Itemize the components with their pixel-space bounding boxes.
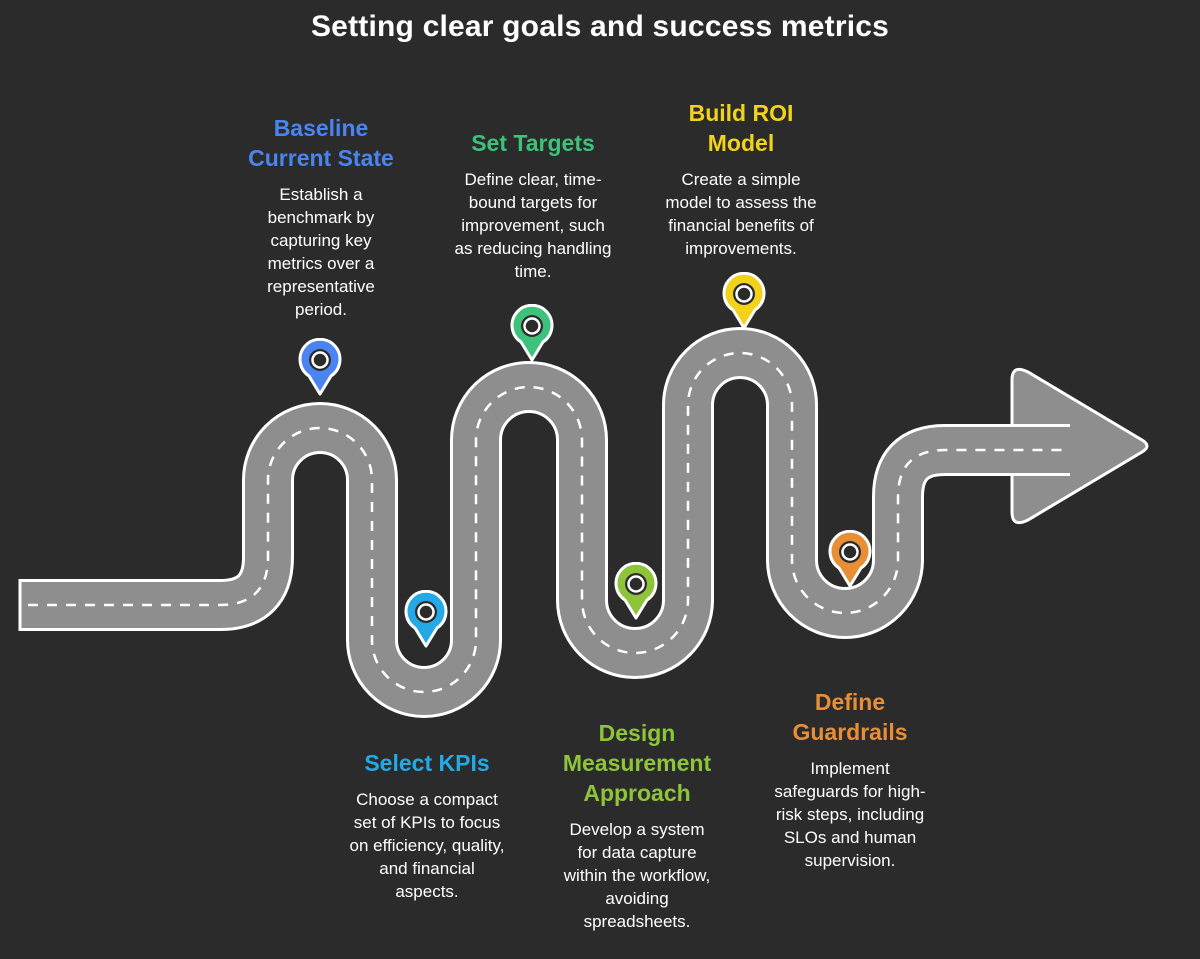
step-description-line: Define clear, time- [464, 170, 602, 189]
road-arrow-head [1010, 367, 1149, 525]
road-lane-markings [28, 351, 1062, 694]
step-description: Define clear, time-bound targets for impr… [423, 168, 643, 283]
step-description: Develop a system for data capture within t… [532, 818, 742, 933]
step-description-line: on efficiency, quality, [349, 836, 505, 855]
step-description-line: improvement, such [461, 216, 605, 235]
step-description-line: supervision. [804, 851, 896, 870]
step-title-line: Baseline [273, 115, 369, 141]
step-description-line: financial benefits of [668, 216, 814, 235]
step-title-line: Design [598, 720, 676, 746]
step-title-line: Set Targets [471, 130, 595, 156]
road-start-cap [0, 570, 20, 640]
step-description-line: spreadsheets. [583, 912, 691, 931]
step-title: Build ROI Model [641, 98, 841, 158]
step-description: Create a simple model to assess the financ… [641, 168, 841, 260]
map-pin-icon [510, 304, 554, 362]
step-description-line: safeguards for high- [774, 782, 926, 801]
step-title-line: Model [707, 130, 775, 156]
step-description-line: benchmark by [267, 208, 375, 227]
step-title-line: Measurement [562, 750, 712, 776]
step-description-line: set of KPIs to focus [353, 813, 501, 832]
step-description-line: and financial [379, 859, 475, 878]
step-description-line: period. [295, 300, 347, 319]
step-description-line: Create a simple [681, 170, 801, 189]
step-description-line: Develop a system [569, 820, 705, 839]
step-description-line: capturing key [270, 231, 372, 250]
step-description: Implement safeguards for high-risk steps,… [750, 757, 950, 872]
step-description-line: Choose a compact [356, 790, 498, 809]
step-description-line: avoiding [605, 889, 669, 908]
road-surface [20, 330, 1070, 715]
step-description-line: bound targets for [468, 193, 598, 212]
step-description-line: as reducing handling [454, 239, 612, 258]
step-description-line: model to assess the [665, 193, 817, 212]
step-description: Establish a benchmark by capturing key metr… [221, 183, 421, 321]
step-title: Select KPIs [327, 748, 527, 778]
step-description-line: aspects. [395, 882, 459, 901]
step-description-line: Implement [810, 759, 890, 778]
step-description-line: metrics over a [267, 254, 375, 273]
step-description-line: Establish a [279, 185, 363, 204]
step-description-line: time. [514, 262, 552, 281]
step-description-line: representative [267, 277, 375, 296]
map-pin-icon [722, 272, 766, 330]
step-description: Choose a compact set of KPIs to focus on e… [327, 788, 527, 903]
map-pin-icon [828, 530, 872, 588]
map-pin-icon [298, 338, 342, 396]
step-description-line: improvements. [685, 239, 797, 258]
step-description-line: for data capture [577, 843, 697, 862]
page-title: Setting clear goals and success metrics [310, 10, 890, 43]
step-description-line: risk steps, including [775, 805, 925, 824]
step-title: Set Targets [423, 128, 643, 158]
step-title-line: Current State [248, 145, 394, 171]
map-pin-icon [404, 590, 448, 648]
step-description-line: within the workflow, [563, 866, 711, 885]
step-title-line: Build ROI [688, 100, 794, 126]
step-title-line: Select KPIs [364, 750, 490, 776]
step-description-line: SLOs and human [783, 828, 917, 847]
step-title-line: Guardrails [792, 719, 908, 745]
step-title-line: Define [814, 689, 886, 715]
step-title-line: Approach [583, 780, 691, 806]
map-pin-icon [614, 562, 658, 620]
